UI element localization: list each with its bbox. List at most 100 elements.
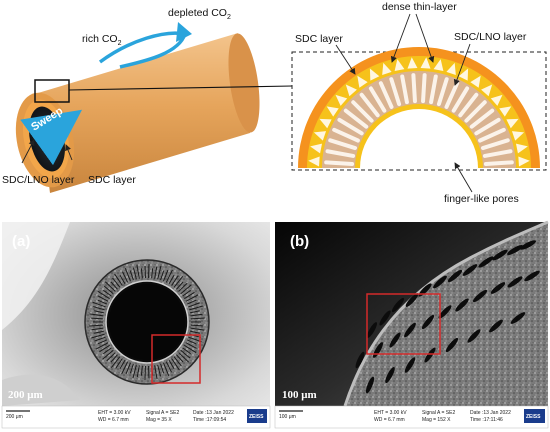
flame-mark [433, 59, 444, 72]
info-wd-b: WD = 6.7 mm [374, 417, 405, 423]
pore-slot [421, 73, 427, 104]
rich-co2-label: rich CO2 [82, 33, 122, 47]
pore-streak [119, 274, 126, 285]
pore-streak [182, 347, 191, 355]
sdc-lno-layer-label-left: SDC/LNO layer [2, 174, 75, 186]
pore-streak [151, 268, 154, 279]
pore-streak [189, 310, 200, 314]
scale-text-b: 100 μm [282, 389, 317, 401]
flame-mark [345, 84, 357, 97]
pore-streak [168, 274, 175, 285]
highlight-box-b [366, 293, 441, 355]
pore-slot [378, 81, 394, 109]
pore-slot [325, 149, 356, 158]
pore-streak [104, 281, 116, 292]
flame-mark [490, 94, 503, 106]
pore-slot [451, 86, 470, 113]
info-wd-a: WD = 6.7 mm [98, 417, 129, 423]
pore-streak [102, 349, 114, 360]
pore-streak [92, 301, 106, 308]
pore-dark [385, 366, 395, 384]
highlight-box-a [151, 334, 201, 384]
pore-streak [119, 359, 126, 370]
pore-slot [328, 138, 358, 151]
pore-streak [180, 349, 191, 359]
pore-streak [97, 339, 108, 345]
pore-slot [444, 81, 460, 109]
info-bar-scale-a: 200 μm [6, 414, 23, 420]
pore-dark [455, 298, 469, 312]
pore-streak [94, 310, 105, 314]
pore-slot [429, 74, 438, 105]
pore-dark [524, 270, 540, 282]
pore-streak [188, 302, 200, 308]
pore-streak [171, 358, 180, 371]
info-time-b: Time :17:11:46 [470, 417, 503, 423]
pore-dark [355, 351, 365, 369]
panel-label-b: (b) [290, 233, 309, 250]
sdc-layer-label-left: SDC layer [88, 174, 136, 186]
sdc-lno-layer-label-right: SDC/LNO layer [454, 31, 527, 43]
pointer-sdc-lno-left [21, 139, 35, 164]
pore-slot [480, 138, 510, 151]
pore-streak [136, 264, 140, 279]
pore-slot [337, 117, 364, 136]
pore-streak [106, 352, 116, 362]
pore-dark [367, 322, 377, 338]
pore-streak [103, 289, 112, 297]
pore-dark [405, 293, 419, 307]
pore-slot [324, 160, 355, 166]
finger-like-pores [324, 73, 514, 166]
pointer-sdc-left [65, 144, 73, 161]
panel-label-a: (a) [12, 233, 30, 250]
pore-dark [433, 275, 447, 289]
pore-dark [467, 329, 481, 343]
zeiss-text-a: ZEISS [249, 414, 264, 420]
pore-streak [136, 365, 140, 378]
pore-streak [95, 342, 109, 350]
pore-streak [91, 317, 104, 320]
pore-dark [404, 357, 416, 373]
pore-slot [458, 92, 479, 118]
flame-mark [446, 62, 456, 76]
pore-streak [93, 306, 105, 311]
pore-dark [424, 347, 436, 363]
pore-streak [140, 268, 143, 279]
flame-mark [369, 68, 380, 81]
pore-streak [129, 363, 134, 374]
pore-dark [379, 310, 391, 326]
radial-pores [89, 264, 205, 380]
pore-streak [176, 281, 184, 290]
pore-slot [389, 77, 402, 107]
tube-lumen-sem [109, 284, 185, 360]
flame-mark [319, 118, 332, 129]
scale-text-a: 200 μm [8, 389, 43, 401]
info-bar-a [1, 405, 271, 429]
flame-mark [515, 143, 528, 154]
zoom-connector [68, 85, 293, 91]
zeiss-logo-a [247, 409, 267, 423]
pore-streak [103, 347, 112, 355]
tube-illustration: Sweep rich CO2 depleted CO2 SDC/LNO laye… [2, 7, 293, 193]
flame-mark [511, 131, 525, 141]
pore-streak [110, 356, 121, 369]
pore-streak [176, 354, 184, 363]
zeiss-logo-b [524, 409, 545, 423]
pore-streak [190, 327, 205, 331]
finger-like-pores-label: finger-like pores [444, 193, 519, 205]
dense-thin-layer-label: dense thin-layer [382, 1, 457, 13]
depleted-co2-label: depleted CO2 [168, 7, 231, 21]
pore-streak [184, 344, 197, 354]
pore-dark [519, 240, 537, 250]
flame-mark [382, 62, 392, 76]
pore-slot [469, 108, 495, 129]
pore-streak [163, 269, 169, 282]
pore-streak [94, 330, 105, 334]
pore-streak [157, 364, 162, 377]
pore-dark [404, 322, 416, 338]
pore-dark [510, 312, 526, 324]
sdc-layer-label-right: SDC layer [295, 33, 343, 45]
pore-streak [180, 284, 192, 295]
info-mag-a: Mag = 35 X [146, 417, 172, 423]
